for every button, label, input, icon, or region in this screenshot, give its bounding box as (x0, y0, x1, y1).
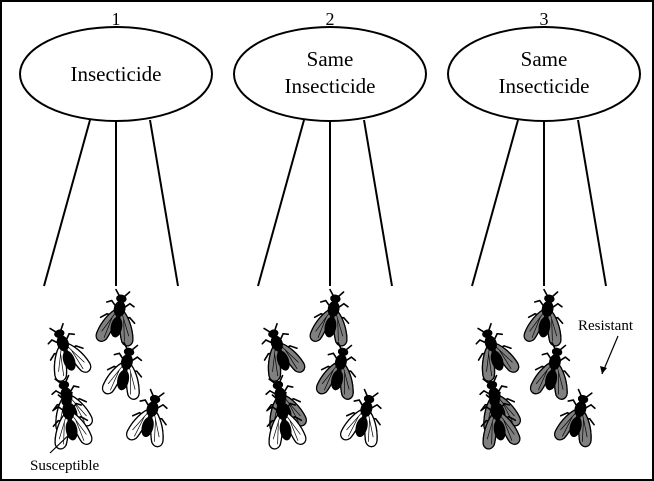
fly-wings (101, 344, 148, 400)
insecticide-label: Insecticide (285, 74, 376, 98)
spray-line (364, 120, 392, 286)
fly-wings (523, 292, 568, 347)
fly-wings (95, 292, 140, 347)
resistant-arrowhead (600, 366, 607, 374)
insecticide-label: Same (307, 47, 354, 71)
fly-wings (41, 324, 93, 383)
fly-wings (529, 344, 576, 400)
fly-wings (255, 324, 307, 383)
susceptible-label: Susceptible (30, 458, 99, 474)
spray-line (150, 120, 178, 286)
insecticide-label: Same (521, 47, 568, 71)
insecticide-label: Insecticide (71, 62, 162, 86)
fly-wings (315, 344, 362, 400)
fly-wings (309, 292, 354, 347)
insecticide-label: Insecticide (499, 74, 590, 98)
panels: 1Insecticide2SameInsecticide3SameInsecti… (20, 9, 640, 450)
spray-line (44, 120, 90, 286)
spray-line (258, 120, 304, 286)
fly-wings (469, 324, 521, 383)
resistant-label: Resistant (578, 318, 634, 334)
spray-line (578, 120, 606, 286)
spray-line (472, 120, 518, 286)
